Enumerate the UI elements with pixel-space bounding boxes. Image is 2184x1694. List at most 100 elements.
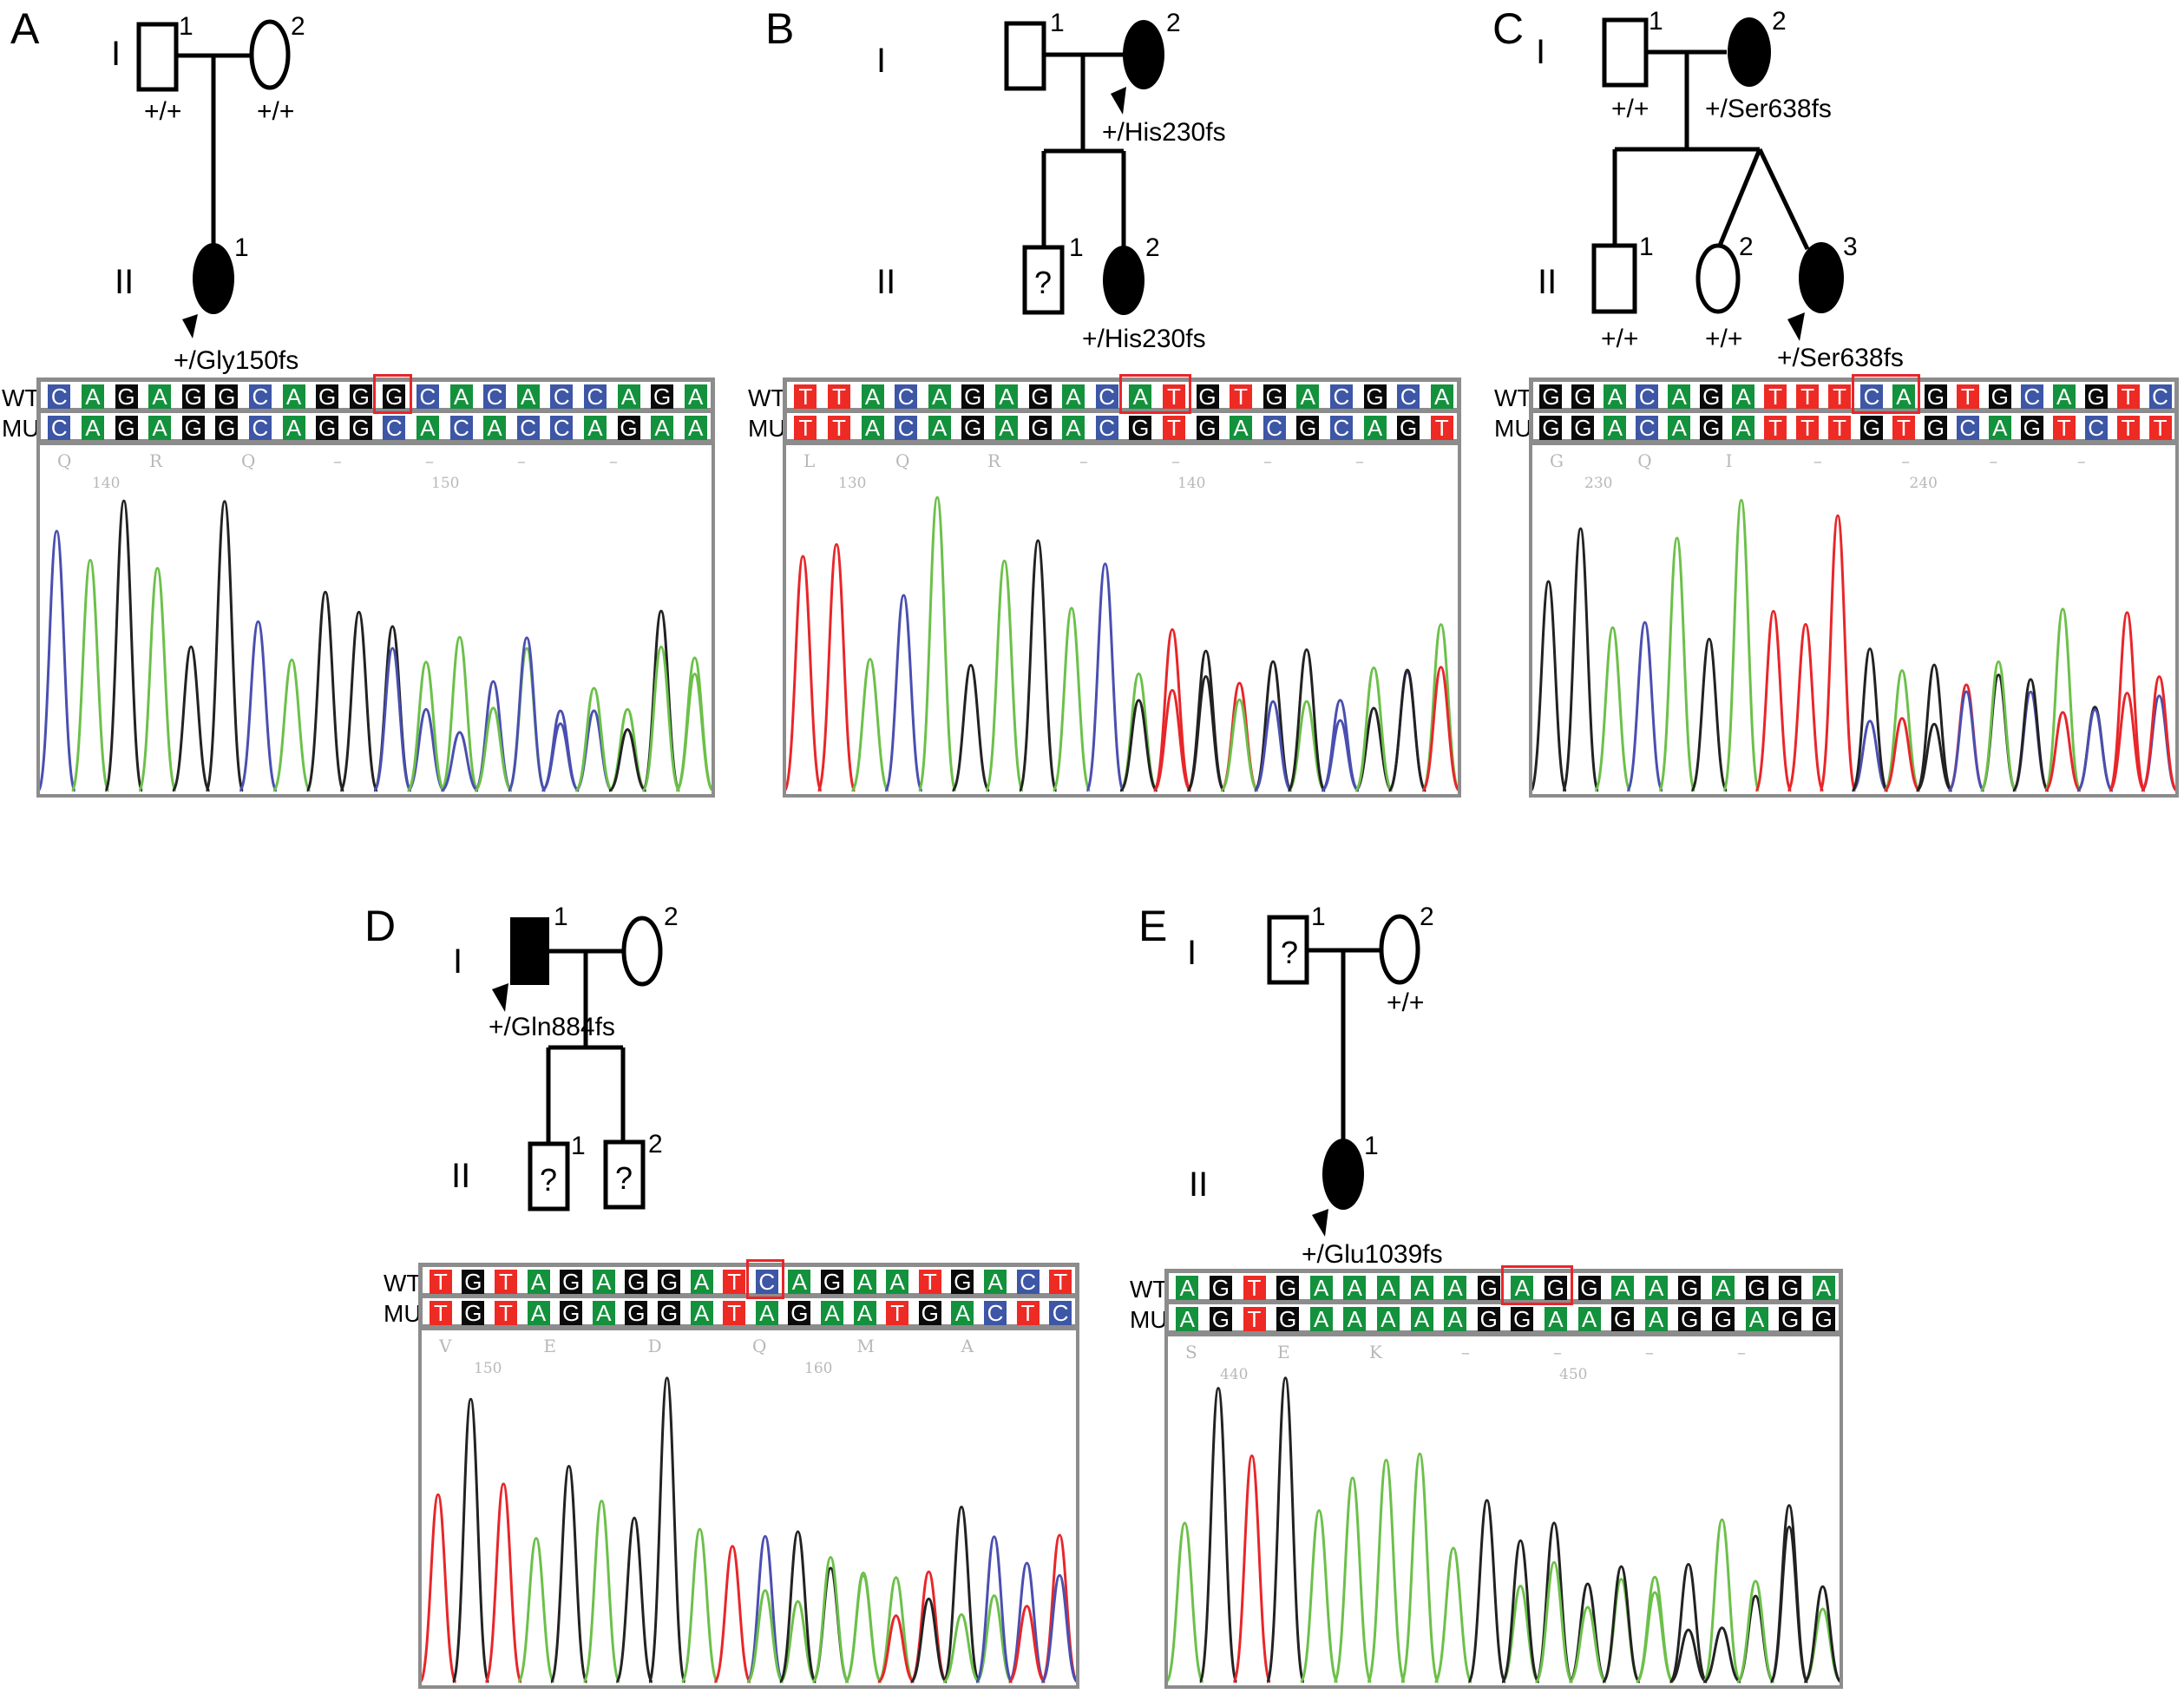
base-A: A — [1644, 1307, 1668, 1331]
base-G: G — [115, 384, 138, 409]
twin-line — [1717, 148, 1762, 246]
base-A: A — [1343, 1307, 1367, 1331]
position-number: 150 — [474, 1360, 502, 1377]
individual-i-1-male — [1602, 17, 1649, 88]
generation-label-i: I — [876, 42, 887, 80]
base-G: G — [1700, 384, 1723, 409]
base-T: T — [1162, 384, 1185, 409]
trace-peak-T — [2044, 711, 2082, 792]
generation-label-ii: II — [451, 1157, 471, 1195]
base-A: A — [684, 416, 707, 440]
amino-acid-label: – — [425, 450, 434, 471]
base-C: C — [895, 384, 918, 409]
individual-ii-1-unknown-male — [528, 1141, 570, 1211]
base-A: A — [984, 1270, 1007, 1294]
base-A: A — [282, 384, 305, 409]
trace-peak-A — [1883, 669, 1921, 792]
base-G: G — [1812, 1307, 1835, 1331]
amino-acid-label: Q — [1637, 450, 1652, 471]
mutation-highlight-box — [1501, 1265, 1574, 1305]
panel-b: B I II ? 1 2 1 2 +/His230fs +/His230fs W… — [746, 0, 1466, 807]
base-G: G — [349, 384, 372, 409]
trace-plot — [1532, 498, 2175, 792]
trace-peak-C — [541, 722, 580, 792]
base-G: G — [1577, 1276, 1601, 1300]
trace-peak-G — [1802, 1585, 1840, 1684]
trace-peak-G — [941, 1505, 981, 1684]
individual-number: 2 — [1145, 233, 1160, 262]
trace-plot — [1168, 1376, 1840, 1684]
base-A: A — [1544, 1307, 1567, 1331]
trace-peak-A — [984, 559, 1025, 792]
base-G: G — [1129, 416, 1152, 440]
base-A: A — [684, 384, 707, 409]
trace-peak-G — [1669, 1562, 1709, 1684]
base-G: G — [1363, 384, 1387, 409]
base-A: A — [1745, 1307, 1768, 1331]
individual-number: 1 — [234, 233, 249, 262]
individual-number: 2 — [664, 903, 679, 931]
genotype-label: +/His230fs — [1082, 325, 1206, 353]
amino-acid-label: – — [2076, 450, 2086, 471]
base-C: C — [755, 1270, 778, 1294]
trace-peak-A — [745, 1589, 785, 1684]
trace-peak-T — [1819, 514, 1857, 792]
base-G: G — [1678, 1276, 1702, 1300]
base-T: T — [1230, 384, 1253, 409]
base-A: A — [449, 384, 473, 409]
pedigree-a: 1 2 1 +/+ +/+ +/Gly150fs — [136, 12, 305, 375]
base-T: T — [1828, 384, 1852, 409]
base-A: A — [886, 1270, 909, 1294]
trace-peak-T — [1231, 1454, 1272, 1684]
base-C: C — [416, 384, 439, 409]
base-G: G — [1511, 1307, 1534, 1331]
base-C: C — [1329, 384, 1353, 409]
base-A: A — [1732, 384, 1755, 409]
base-C: C — [1016, 1270, 1040, 1294]
base-G: G — [1924, 384, 1947, 409]
base-G: G — [349, 416, 372, 440]
base-G: G — [1779, 1307, 1802, 1331]
base-G: G — [951, 1270, 974, 1294]
trace-peak-A — [1534, 1560, 1574, 1684]
base-G: G — [1209, 1307, 1232, 1331]
trace-peak-G — [1702, 1626, 1741, 1684]
trace-peak-G — [1466, 1499, 1507, 1684]
base-T: T — [1243, 1307, 1266, 1331]
trace-peak-T — [817, 542, 856, 792]
trace-peak-A — [1052, 607, 1092, 792]
amino-acid-label: – — [517, 450, 526, 471]
base-C: C — [895, 416, 918, 440]
base-G: G — [1276, 1276, 1300, 1300]
genotype-label: +/+ — [144, 97, 181, 126]
trace-peak-A — [942, 1613, 981, 1684]
amino-acid-label: K — [1369, 1342, 1382, 1362]
trace-peak-G — [1689, 637, 1728, 792]
base-G: G — [1209, 1276, 1232, 1300]
base-G: G — [462, 1270, 485, 1294]
base-A: A — [1062, 384, 1085, 409]
base-T: T — [886, 1301, 909, 1325]
individual-number: 1 — [1069, 233, 1084, 262]
trace-peak-A — [1333, 1476, 1373, 1684]
trace-peak-C — [1040, 1573, 1076, 1684]
base-A: A — [755, 1301, 778, 1325]
base-A: A — [861, 384, 884, 409]
individual-number: 1 — [1364, 1132, 1379, 1160]
base-A: A — [788, 1270, 811, 1294]
genotype-label: +/+ — [1611, 95, 1649, 123]
trace-peak-A — [582, 1500, 621, 1684]
trace-peak-C — [1625, 620, 1664, 792]
trace-peak-C — [507, 636, 547, 792]
base-A: A — [853, 1301, 876, 1325]
base-C: C — [383, 416, 406, 440]
amino-acid-label: – — [333, 450, 342, 471]
base-T: T — [1162, 416, 1185, 440]
position-number: 440 — [1220, 1366, 1249, 1383]
trace-peak-G — [778, 1530, 817, 1684]
base-G: G — [1544, 1276, 1567, 1300]
base-A: A — [1611, 1276, 1635, 1300]
base-G: G — [316, 384, 339, 409]
trace-peak-A — [1735, 1579, 1776, 1684]
